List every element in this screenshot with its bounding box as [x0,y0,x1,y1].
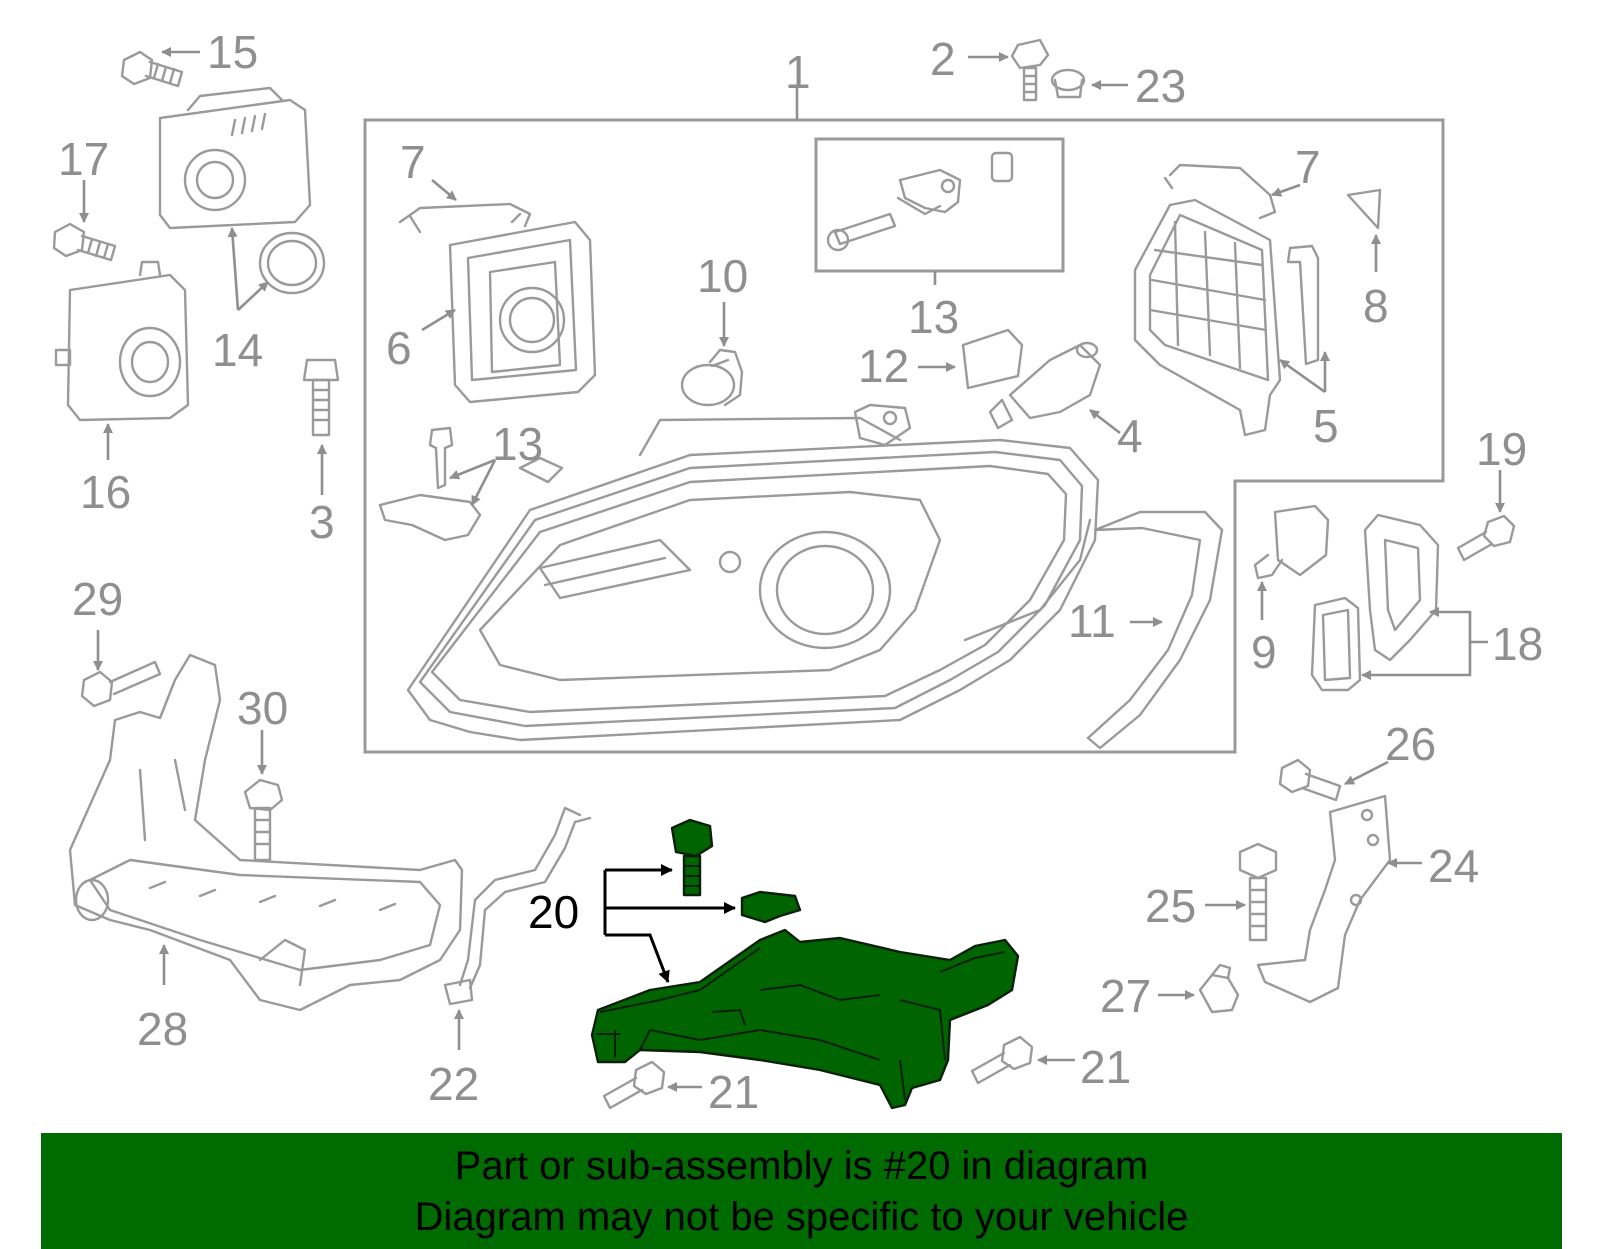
leader-7-right [1271,183,1301,197]
part-22-hose [443,806,592,1006]
callout-14: 14 [212,324,263,376]
callout-3: 3 [309,496,335,548]
leader-18-a [1429,607,1472,642]
callout-12: 12 [858,340,909,392]
part-9-hid-bulb [1253,504,1330,580]
part-18-module [1310,513,1440,692]
part-8-warning-label [1346,188,1382,230]
callout-17: 17 [58,133,109,185]
part-7-right-wire [1163,163,1277,220]
headlamp-assembly-box [363,118,1445,754]
callout-13-lower: 13 [492,418,543,470]
part-20-bracket-set[interactable] [590,818,1020,1110]
callout-25: 25 [1145,880,1196,932]
leader-13-b [470,459,497,506]
leader-13-a [449,458,496,480]
part-24-bracket [1256,794,1392,1004]
part-12-control-module [961,328,1024,390]
leader-14-a [227,227,240,311]
callout-13-top: 13 [908,291,959,343]
part-25-bolt [1238,842,1278,942]
callout-21-right: 21 [1080,1041,1131,1093]
info-banner: Part or sub-assembly is #20 in diagram D… [41,1133,1562,1249]
callout-22: 22 [428,1058,479,1110]
leader-4 [1089,408,1121,435]
part-6-projector-module [448,220,597,404]
callout-8: 8 [1363,280,1389,332]
part-4-bulb-socket [988,341,1102,430]
part-29-bolt [80,660,162,708]
callout-30: 30 [237,682,288,734]
callout-23: 23 [1135,60,1186,112]
leader-7-left [431,179,457,201]
callout-20: 20 [528,886,579,938]
part-14-ballast-module [158,86,326,295]
callout-29: 29 [72,573,123,625]
part-21-bolt-left [602,1060,666,1110]
callout-labels: 1 2 3 4 5 6 7 7 8 9 10 11 12 13 13 14 15… [58,26,1543,1118]
callout-9: 9 [1251,626,1277,678]
part-27-nut [1198,963,1240,1014]
callout-26: 26 [1385,718,1436,770]
leader-14-b [237,281,269,311]
part-23-clip [1050,68,1086,99]
part-21-bolt-right [970,1035,1034,1085]
callout-1: 1 [785,46,811,98]
callout-2: 2 [930,33,956,85]
callout-18: 18 [1492,618,1543,670]
part-2-bolt [1010,38,1050,102]
leader-18-b [1361,642,1472,680]
callout-7-left: 7 [400,136,426,188]
part-15-bolt [120,50,184,88]
part-16-ballast [54,260,190,422]
callout-4: 4 [1117,410,1143,462]
sub-assembly-13-box [814,137,1065,273]
callout-16: 16 [80,466,131,518]
banner-line-1: Part or sub-assembly is #20 in diagram [454,1144,1149,1188]
part-30-bolt [243,778,284,862]
part-5-rear-cover [1133,198,1320,437]
callout-24: 24 [1428,840,1479,892]
callout-19: 19 [1476,423,1527,475]
part-19-bolt [1456,514,1516,562]
callout-15: 15 [207,26,258,78]
part-26-bolt [1278,758,1342,802]
callout-7-right: 7 [1295,141,1321,193]
part-13-lower-bracket [378,426,482,542]
part-10-bulb [680,348,744,407]
leader-6 [421,308,456,332]
callout-21-left: 21 [708,1066,759,1118]
leader-20-bracket [605,933,670,983]
callout-5: 5 [1313,400,1339,452]
part-13-bracket-set [826,151,1014,252]
part-11-trim-strip [1086,510,1224,750]
callout-10: 10 [697,250,748,302]
part-17-bolt [52,222,117,262]
headlamp-housing [406,403,1100,742]
callout-28: 28 [137,1003,188,1055]
callout-11: 11 [1068,595,1116,647]
callout-6: 6 [386,322,412,374]
part-28-carrier-bracket [68,653,464,1012]
banner-line-2: Diagram may not be specific to your vehi… [414,1195,1189,1239]
leader-5-a [1279,358,1326,394]
part-3-bolt [302,358,340,437]
leader-26 [1344,760,1389,786]
callout-27: 27 [1100,970,1151,1022]
part-7-left-wire [398,202,532,234]
